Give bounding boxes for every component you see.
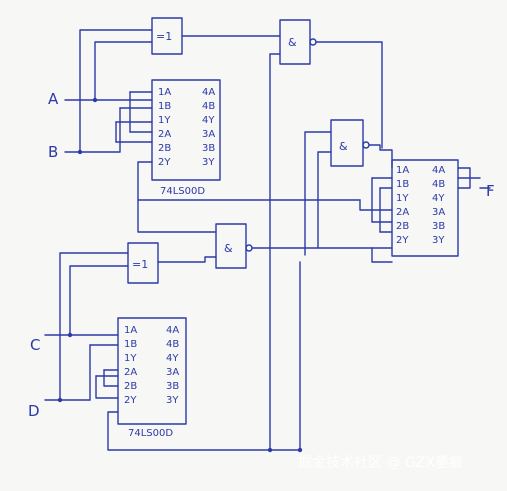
chip-1-label: 74LS00D xyxy=(160,186,205,197)
output-label-f: F xyxy=(486,182,495,200)
chip-1-pin-2a: 2A xyxy=(158,129,171,140)
chip-1 xyxy=(151,79,221,181)
xor-symbol-bottom: =1 xyxy=(132,258,148,271)
chip-3-pin-1y: 1Y xyxy=(396,193,409,204)
junction-dot xyxy=(92,97,98,103)
chip-2-label: 74LS00D xyxy=(128,428,173,439)
chip-1-pin-4y: 4Y xyxy=(202,115,215,126)
chip-2-pin-3b: 3B xyxy=(166,381,179,392)
nand-bubble-right xyxy=(362,141,370,149)
chip-2-pin-2a: 2A xyxy=(124,367,137,378)
input-label-b: B xyxy=(48,143,58,161)
chip-2-pin-4y: 4Y xyxy=(166,353,179,364)
nand-bubble-middle xyxy=(245,244,253,252)
chip-2 xyxy=(117,317,187,425)
chip-1-pin-1a: 1A xyxy=(158,87,171,98)
chip-2-pin-4a: 4A xyxy=(166,325,179,336)
chip-1-pin-3a: 3A xyxy=(202,129,215,140)
chip-2-pin-3a: 3A xyxy=(166,367,179,378)
wires xyxy=(44,29,491,451)
xor-gate-bottom xyxy=(127,242,159,284)
chip-3-pin-2y: 2Y xyxy=(396,235,409,246)
chip-3-pin-2b: 2B xyxy=(396,221,409,232)
input-label-a: A xyxy=(48,90,59,108)
chip-3-pin-4b: 4B xyxy=(432,179,445,190)
chip-3-pin-3b: 3B xyxy=(432,221,445,232)
nand-bubble-top xyxy=(309,38,317,46)
nand-symbol-top: & xyxy=(288,36,297,49)
junction-dot xyxy=(297,447,303,453)
nand-symbol-right: & xyxy=(339,140,348,153)
junction-dots xyxy=(57,97,303,453)
chip-1-pin-3b: 3B xyxy=(202,143,215,154)
chip-3-pin-4y: 4Y xyxy=(432,193,445,204)
chip-1-pin-3y: 3Y xyxy=(202,157,215,168)
chip-3-pin-2a: 2A xyxy=(396,207,409,218)
junction-dot xyxy=(77,149,83,155)
junction-dot xyxy=(67,332,73,338)
xor-symbol-top: =1 xyxy=(156,30,172,43)
chip-1-pin-1y: 1Y xyxy=(158,115,171,126)
junction-dot xyxy=(267,447,273,453)
input-label-d: D xyxy=(28,402,40,420)
chip-2-pin-1b: 1B xyxy=(124,339,137,350)
chip-3-pin-1a: 1A xyxy=(396,165,409,176)
chip-1-pin-2b: 2B xyxy=(158,143,171,154)
chip-1-pin-4b: 4B xyxy=(202,101,215,112)
chip-1-pin-2y: 2Y xyxy=(158,157,171,168)
chip-2-pin-2y: 2Y xyxy=(124,395,137,406)
junction-dot xyxy=(57,397,63,403)
chip-1-pin-4a: 4A xyxy=(202,87,215,98)
chip-2-pin-1y: 1Y xyxy=(124,353,137,364)
chip-3 xyxy=(391,159,459,257)
watermark: 掘金技术社区 @ GZX墨痕 xyxy=(298,455,463,471)
chip-3-pin-1b: 1B xyxy=(396,179,409,190)
chip-3-pin-3y: 3Y xyxy=(432,235,445,246)
chip-2-pin-2b: 2B xyxy=(124,381,137,392)
input-label-c: C xyxy=(30,336,40,354)
chip-2-pin-3y: 3Y xyxy=(166,395,179,406)
nand-symbol-middle: & xyxy=(224,242,233,255)
chip-2-pin-4b: 4B xyxy=(166,339,179,350)
chip-3-pin-3a: 3A xyxy=(432,207,445,218)
chip-3-pin-4a: 4A xyxy=(432,165,445,176)
chip-1-pin-1b: 1B xyxy=(158,101,171,112)
chip-2-pin-1a: 1A xyxy=(124,325,137,336)
